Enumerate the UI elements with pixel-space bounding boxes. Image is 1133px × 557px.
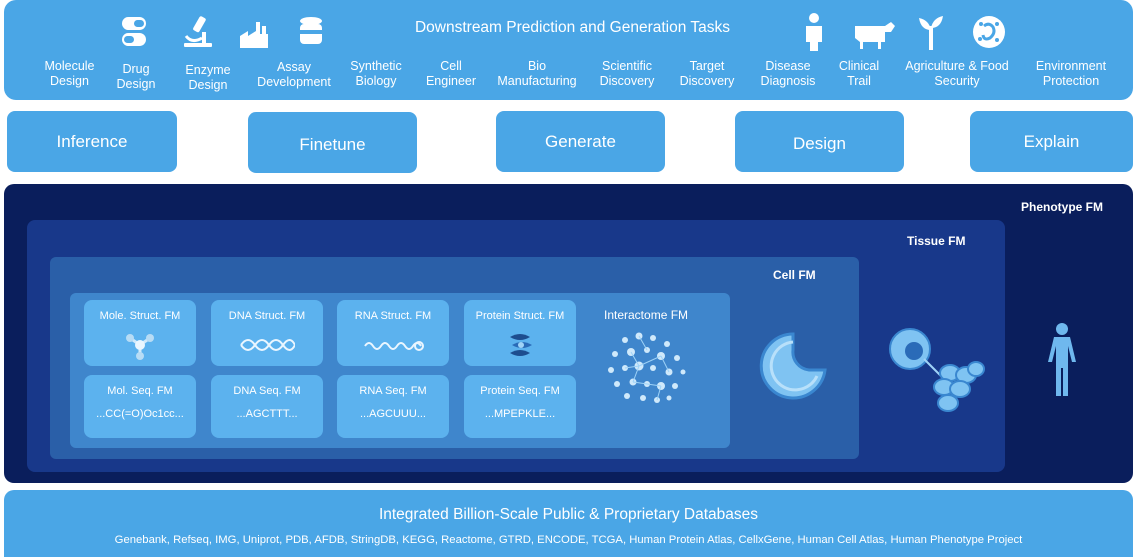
rna-struct-fm-box: RNA Struct. FM bbox=[337, 300, 449, 366]
databases-banner: Integrated Billion-Scale Public & Propri… bbox=[4, 490, 1133, 557]
dna-struct-fm-box: DNA Struct. FM bbox=[211, 300, 323, 366]
mol-seq-fm-label: Mol. Seq. FM bbox=[107, 385, 173, 397]
databases-title: Integrated Billion-Scale Public & Propri… bbox=[378, 506, 759, 523]
cell-fm-label: Cell FM bbox=[773, 268, 816, 282]
factory-icon bbox=[240, 22, 268, 48]
downstream-tasks-banner bbox=[4, 0, 1133, 100]
mole-struct-fm-label: Mole. Struct. FM bbox=[99, 310, 181, 322]
molecule-icon bbox=[126, 334, 154, 360]
phenotype-fm-label: Phenotype FM bbox=[1021, 200, 1104, 214]
interactome-network-icon bbox=[608, 332, 686, 403]
protein-seq-fm-label: Protein Seq. FM bbox=[480, 385, 560, 397]
mol-seq-fm-box: Mol. Seq. FM ...CC(=O)Oc1cc... bbox=[84, 375, 196, 438]
explain-box: Explain bbox=[970, 111, 1133, 172]
dna-struct-fm-label: DNA Struct. FM bbox=[228, 310, 306, 322]
cell-icon bbox=[759, 332, 827, 400]
person-icon bbox=[806, 13, 822, 51]
rna-seq-fm-label: RNA Seq. FM bbox=[359, 385, 427, 397]
capsule-icon bbox=[122, 17, 146, 46]
rna-strand-icon bbox=[364, 341, 424, 351]
cow-icon bbox=[855, 22, 895, 49]
dna-seq-value: ...AGCTTT... bbox=[236, 408, 298, 420]
generate-box: Generate bbox=[496, 111, 665, 172]
dna-seq-fm-label: DNA Seq. FM bbox=[233, 385, 301, 397]
food-can-icon bbox=[300, 17, 322, 44]
protein-seq-fm-box: Protein Seq. FM ...MPEPKLE... bbox=[464, 375, 576, 438]
rna-struct-fm-label: RNA Struct. FM bbox=[354, 310, 432, 322]
interactome-fm-label: Interactome FM bbox=[604, 308, 689, 322]
design-box: Design bbox=[735, 111, 904, 172]
protein-fold-icon bbox=[510, 334, 532, 356]
human-figure-icon bbox=[1048, 323, 1076, 396]
mole-struct-fm-box: Mole. Struct. FM bbox=[84, 300, 196, 366]
downstream-tasks-title: Downstream Prediction and Generation Tas… bbox=[414, 19, 731, 36]
dna-seq-fm-box: DNA Seq. FM ...AGCTTT... bbox=[211, 375, 323, 438]
rna-seq-fm-box: RNA Seq. FM ...AGCUUU... bbox=[337, 375, 449, 438]
tissue-icon bbox=[889, 328, 985, 412]
protein-seq-value: ...MPEPKLE... bbox=[484, 408, 556, 420]
tissue-fm-label: Tissue FM bbox=[907, 234, 966, 248]
plant-icon bbox=[919, 16, 943, 50]
protein-struct-fm-box: Protein Struct. FM bbox=[464, 300, 576, 366]
inference-box: Inference bbox=[7, 111, 177, 172]
bacteria-icon bbox=[973, 16, 1005, 48]
dna-helix-icon bbox=[240, 339, 295, 351]
mol-seq-value: ...CC(=O)Oc1cc... bbox=[96, 408, 184, 420]
rna-seq-value: ...AGCUUU... bbox=[359, 408, 426, 420]
protein-struct-fm-label: Protein Struct. FM bbox=[475, 310, 565, 322]
microscope-icon bbox=[184, 16, 212, 47]
databases-list: Genebank, Refseq, IMG, Uniprot, PDB, AFD… bbox=[114, 534, 1023, 546]
finetune-box: Finetune bbox=[248, 112, 417, 173]
